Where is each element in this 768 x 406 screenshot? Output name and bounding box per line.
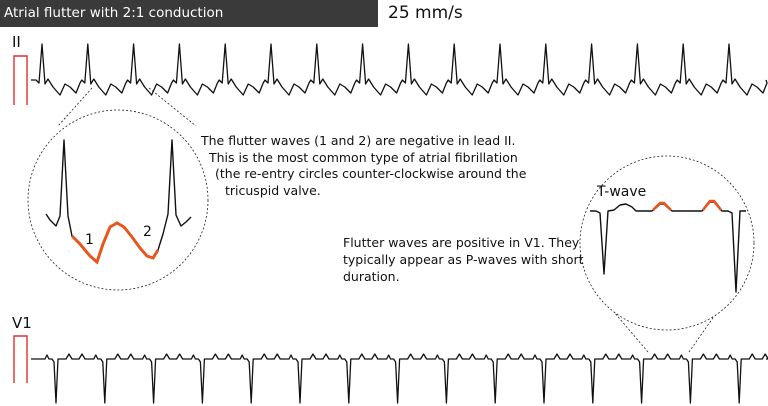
paper-speed-label: 25 mm/s bbox=[388, 3, 463, 23]
strip-title: Atrial flutter with 2:1 conduction bbox=[0, 0, 378, 27]
zoom-circle-lead-ii bbox=[27, 109, 209, 291]
lead-ii-label: II bbox=[12, 33, 21, 51]
calibration-pulse-v1 bbox=[13, 335, 28, 383]
lead-v1-note-line-1: Flutter waves are positive in V1. They bbox=[343, 235, 580, 250]
lead-v1-trace bbox=[31, 353, 768, 404]
flutter-wave-1-label: 1 bbox=[85, 232, 94, 248]
calibration-pulse-ii bbox=[13, 55, 28, 105]
lead-ii-trace bbox=[31, 43, 768, 96]
lead-v1-note-line-2: typically appear as P-waves with short bbox=[343, 252, 584, 267]
t-wave-label: T-wave bbox=[596, 184, 646, 200]
lead-ii-note-line-3: (the re-entry circles counter-clockwise … bbox=[215, 166, 527, 181]
lead-ii-note: The flutter waves (1 and 2) are negative… bbox=[201, 133, 526, 199]
zoom-connector-right-b bbox=[688, 311, 718, 353]
zoom-connector-right-a bbox=[613, 311, 649, 353]
lead-ii-note-line-4: tricuspid valve. bbox=[225, 182, 321, 198]
lead-ii-note-line-1: The flutter waves (1 and 2) are negative… bbox=[201, 133, 516, 148]
lead-v1-note-line-3: duration. bbox=[343, 269, 400, 284]
flutter-wave-highlight-v1-b bbox=[701, 199, 723, 211]
flutter-wave-highlight bbox=[70, 221, 160, 265]
flutter-wave-2-label: 2 bbox=[143, 224, 152, 240]
flutter-wave-highlight-v1-a bbox=[652, 201, 672, 211]
lead-v1-label: V1 bbox=[12, 314, 32, 332]
zoom-circle-lead-v1 bbox=[579, 155, 755, 331]
zoom-connector-left-a bbox=[57, 87, 93, 127]
lead-v1-note: Flutter waves are positive in V1. They t… bbox=[343, 234, 584, 285]
lead-ii-note-line-2: This is the most common type of atrial f… bbox=[209, 149, 518, 165]
